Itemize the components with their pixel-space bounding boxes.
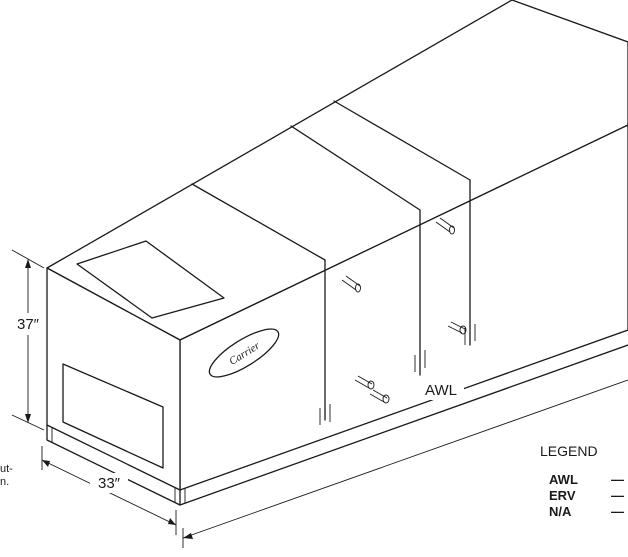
height-label: 37″	[17, 316, 40, 333]
legend-key-na: N/A	[549, 504, 572, 519]
height-dimension: 37″	[10, 249, 46, 431]
width-label: 33″	[98, 475, 121, 492]
legend-key-awl: AWL	[549, 472, 578, 487]
pipe-stub-5	[447, 321, 467, 335]
base-rail	[46, 324, 628, 506]
side-panel-dividers	[324, 179, 471, 421]
legend-dash-awl: —	[611, 472, 624, 487]
unit-cabinet	[46, 0, 628, 491]
legend-dash-na: —	[611, 504, 624, 519]
pipe-stub-1	[341, 275, 361, 293]
legend-dash-erv: —	[611, 488, 624, 503]
legend: LEGEND AWL — ERV — N/A —	[540, 443, 624, 519]
top-section-lines	[191, 100, 471, 261]
pipe-connections	[341, 217, 467, 404]
legend-title: LEGEND	[540, 443, 598, 459]
pipe-stub-3	[354, 375, 375, 390]
length-label: AWL	[425, 382, 457, 399]
legend-key-erv: ERV	[549, 488, 576, 503]
cropped-note: ut- n.	[0, 463, 13, 488]
width-dimension: 33″	[41, 446, 177, 535]
top-access-panel	[76, 240, 225, 319]
length-dimension: AWL	[182, 378, 628, 548]
front-louver-panel	[62, 363, 164, 469]
note-fragment-2: n.	[0, 476, 9, 488]
pipe-stub-2	[435, 217, 455, 235]
note-fragment-1: ut-	[0, 463, 13, 475]
pipe-stub-4	[369, 389, 390, 404]
